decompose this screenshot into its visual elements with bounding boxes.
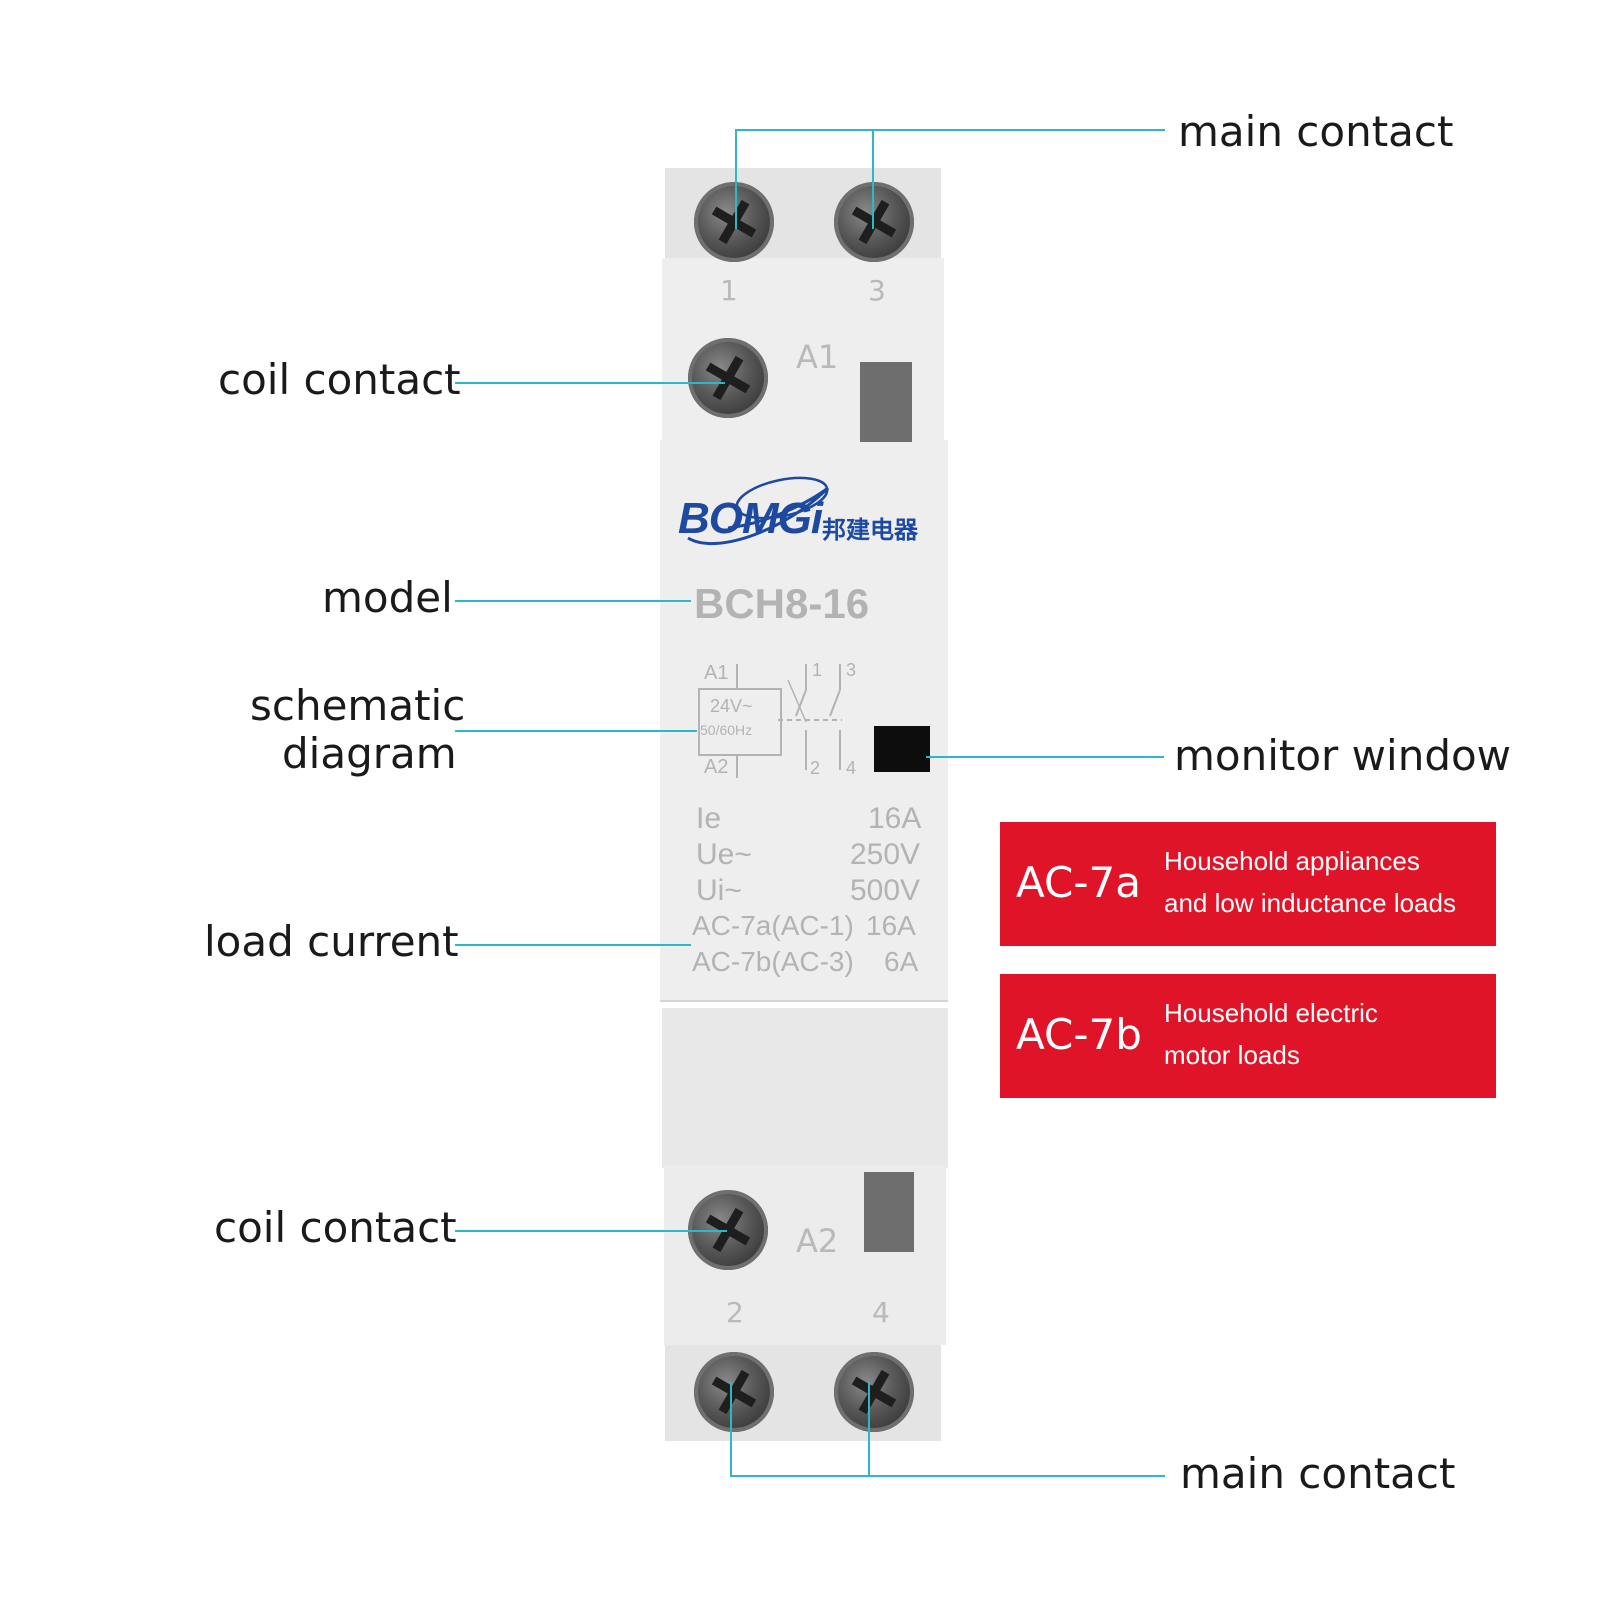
- rating-value: 16A: [868, 802, 922, 835]
- category-code: AC-7a: [1016, 858, 1141, 907]
- upper-slot: [860, 362, 912, 442]
- category-desc-line1: Household electric: [1164, 998, 1378, 1028]
- leader-main-contact-top-drop-3: [872, 129, 874, 229]
- leader-main-contact-bottom-rise-4: [868, 1382, 870, 1477]
- leader-monitor-window: [926, 756, 1164, 758]
- leader-coil-contact-top: [455, 382, 725, 384]
- lower-cover: [662, 1008, 948, 1168]
- schematic-contact-2: 2: [810, 758, 821, 778]
- schematic-contact-3: 3: [846, 660, 857, 680]
- coil-contact-screw-a1: [688, 338, 768, 418]
- schematic-a2: A2: [704, 756, 729, 778]
- main-contact-screw-2: [694, 1352, 774, 1432]
- terminal-label-3: 3: [868, 274, 886, 307]
- callout-schematic-line2: diagram: [282, 729, 457, 778]
- callout-main-contact-top: main contact: [1178, 107, 1454, 156]
- callout-model: model: [322, 573, 453, 622]
- leader-schematic: [455, 730, 697, 732]
- callout-coil-contact-bottom: coil contact: [214, 1203, 457, 1252]
- brand-logo-swoosh: [687, 476, 830, 546]
- leader-main-contact-top: [735, 129, 1165, 131]
- terminal-label-a2: A2: [796, 1222, 839, 1260]
- schematic-frequency: 50/60Hz: [700, 722, 753, 738]
- rating-label: Ie: [696, 802, 722, 835]
- main-contact-screw-4: [834, 1352, 914, 1432]
- callout-main-contact-bottom: main contact: [1180, 1449, 1456, 1498]
- schematic-coil-box: [698, 688, 782, 756]
- leader-main-contact-bottom-rise-2: [730, 1382, 732, 1477]
- lower-slot: [864, 1172, 914, 1252]
- leader-main-contact-bottom: [730, 1475, 1165, 1477]
- leader-main-contact-top-drop-1: [735, 129, 737, 229]
- callout-schematic-line1: schematic: [250, 681, 466, 730]
- leader-coil-contact-bottom: [455, 1230, 727, 1232]
- brand-logo-text: BOMGi: [678, 494, 823, 543]
- category-desc-line2: motor loads: [1164, 1040, 1300, 1070]
- callout-monitor-window: monitor window: [1174, 731, 1512, 780]
- schematic-contact-4: 4: [846, 758, 857, 778]
- leader-load-current: [455, 944, 691, 946]
- terminal-label-4: 4: [872, 1296, 890, 1329]
- monitor-window: [874, 726, 930, 772]
- front-face: [660, 440, 948, 1000]
- schematic-voltage: 24V~: [710, 696, 753, 716]
- category-code: AC-7b: [1016, 1010, 1142, 1059]
- category-desc-line1: Household appliances: [1164, 846, 1420, 876]
- category-box-ac7b: AC-7b Household electric motor loads: [1000, 974, 1496, 1098]
- category-box-ac7a: AC-7a Household appliances and low induc…: [1000, 822, 1496, 946]
- rating-label: Ue~: [696, 838, 752, 871]
- rating-label: Ui~: [696, 874, 742, 907]
- schematic-contact-1: 1: [812, 660, 823, 680]
- terminal-label-1: 1: [720, 274, 738, 307]
- main-contact-screw-3: [834, 182, 914, 262]
- model-number: BCH8-16: [694, 580, 870, 627]
- rating-value: 500V: [850, 874, 921, 907]
- rating-label: AC-7a(AC-1): [692, 910, 854, 941]
- category-desc-line2: and low inductance loads: [1164, 888, 1456, 918]
- callout-coil-contact-top: coil contact: [218, 355, 461, 404]
- rating-value: 250V: [850, 838, 921, 871]
- terminal-label-a1: A1: [796, 338, 839, 376]
- main-contact-screw-1: [694, 182, 774, 262]
- rating-value: 6A: [884, 946, 919, 977]
- callout-load-current: load current: [204, 917, 459, 966]
- terminal-label-2: 2: [726, 1296, 744, 1329]
- schematic-a1: A1: [704, 662, 729, 684]
- brand-logo-cn: 邦建电器: [822, 517, 918, 544]
- leader-model: [455, 600, 691, 602]
- schematic-contacts: [778, 664, 842, 770]
- rating-value: 16A: [866, 910, 916, 941]
- rating-label: AC-7b(AC-3): [692, 946, 854, 977]
